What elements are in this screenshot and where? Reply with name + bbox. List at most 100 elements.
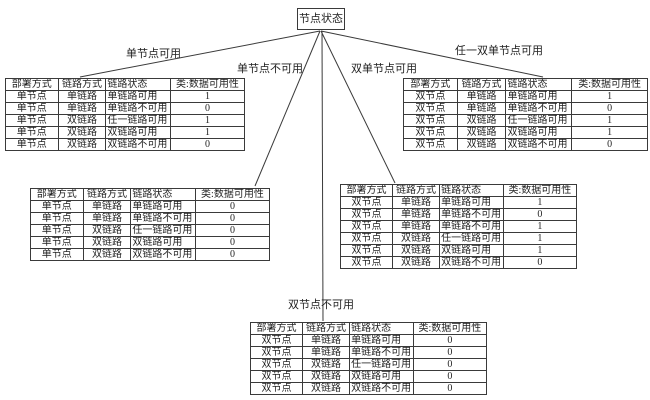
edge-line-dual-single-node-available	[320, 30, 396, 184]
edge-label-dual-node-unavailable: 双节点不可用	[288, 299, 354, 311]
table-cell: 单链路	[391, 208, 441, 221]
availability-value-cell: 0	[194, 248, 271, 261]
column-header: 链路方式	[456, 78, 507, 91]
table-cell: 双链路不可用	[349, 382, 414, 395]
availability-value-cell: 0	[169, 138, 246, 151]
table-header-row: 部署方式链路方式链路状态类:数据可用性	[30, 188, 271, 201]
table-cell: 双节点	[250, 346, 303, 359]
table-cell: 双链路可用	[505, 126, 573, 139]
table-cell: 单节点	[5, 90, 59, 103]
table-cell: 双链路不可用	[130, 248, 196, 261]
table-cell: 单链路	[82, 200, 132, 213]
availability-value-cell: 0	[194, 236, 271, 249]
table-cell: 任一链路可用	[105, 114, 171, 127]
table-cell: 双链路	[301, 358, 351, 371]
table-cell: 单节点	[30, 248, 84, 261]
edge-label-any-dual-single-node-available: 任一双单节点可用	[455, 45, 543, 57]
table-cell: 双节点	[403, 114, 458, 127]
table-cell: 单链路	[391, 220, 441, 233]
availability-value-cell: 0	[571, 138, 648, 151]
table-cell: 单链路不可用	[439, 208, 504, 221]
table-cell: 单链路不可用	[105, 102, 171, 115]
column-header: 部署方式	[340, 184, 393, 197]
availability-value-cell: 0	[412, 382, 488, 395]
table-cell: 单节点	[5, 126, 59, 139]
column-header: 部署方式	[403, 78, 458, 91]
table-cell: 双链路	[391, 256, 441, 269]
column-header: 链路状态	[439, 184, 504, 197]
availability-value-cell: 0	[412, 358, 488, 371]
table-cell: 双节点	[250, 358, 303, 371]
table-cell: 单节点	[30, 224, 84, 237]
column-header: 部署方式	[250, 322, 303, 335]
table-cell: 双节点	[403, 126, 458, 139]
root-node: 节点状态	[297, 8, 345, 30]
availability-value-cell: 0	[194, 224, 271, 237]
table-cell: 单节点	[30, 200, 84, 213]
availability-value-cell: 0	[412, 346, 488, 359]
availability-value-cell: 0	[194, 200, 271, 213]
table-cell: 双链路可用	[349, 370, 414, 383]
column-header: 链路方式	[82, 188, 132, 201]
edge-label-dual-single-node-available: 双单节点可用	[351, 63, 417, 75]
table-cell: 单链路	[301, 346, 351, 359]
column-header: 类:数据可用性	[412, 322, 488, 335]
column-header: 链路方式	[57, 78, 107, 91]
availability-value-cell: 1	[502, 244, 578, 257]
table-cell: 单链路	[57, 102, 107, 115]
column-header: 类:数据可用性	[571, 78, 648, 91]
table-cell: 双链路不可用	[439, 256, 504, 269]
table-cell: 双链路	[456, 138, 507, 151]
availability-value-cell: 0	[502, 256, 578, 269]
table-cell: 单节点	[5, 138, 59, 151]
table-cell: 单链路	[456, 90, 507, 103]
table-header-row: 部署方式链路方式链路状态类:数据可用性	[340, 184, 578, 197]
availability-value-cell: 1	[571, 114, 648, 127]
table-cell: 双链路	[456, 126, 507, 139]
edge-line-any-dual-single-node-available	[320, 30, 544, 78]
table-cell: 双链路	[57, 114, 107, 127]
table-cell: 双链路	[57, 138, 107, 151]
edge-line-single-node-unavailable	[254, 30, 321, 187]
column-header: 部署方式	[5, 78, 59, 91]
availability-value-cell: 0	[169, 102, 246, 115]
availability-value-cell: 1	[169, 114, 246, 127]
column-header: 链路方式	[301, 322, 351, 335]
table-header-row: 部署方式链路方式链路状态类:数据可用性	[403, 78, 648, 91]
table-cell: 单链路不可用	[130, 212, 196, 225]
table-cell: 任一链路可用	[130, 224, 196, 237]
column-header: 类:数据可用性	[169, 78, 246, 91]
table-cell: 单链路	[301, 334, 351, 347]
table-cell: 双链路不可用	[505, 138, 573, 151]
table-cell: 单链路可用	[349, 334, 414, 347]
table-cell: 双链路	[82, 248, 132, 261]
table-cell: 双节点	[403, 138, 458, 151]
table-cell: 任一链路可用	[505, 114, 573, 127]
table-cell: 双节点	[340, 232, 393, 245]
table-cell: 双节点	[340, 256, 393, 269]
table-cell: 双链路	[82, 236, 132, 249]
column-header: 类:数据可用性	[502, 184, 578, 197]
table-cell: 双节点	[340, 196, 393, 209]
table-cell: 双节点	[340, 208, 393, 221]
column-header: 部署方式	[30, 188, 84, 201]
table-cell: 单节点	[30, 212, 84, 225]
table-cell: 单链路可用	[130, 200, 196, 213]
